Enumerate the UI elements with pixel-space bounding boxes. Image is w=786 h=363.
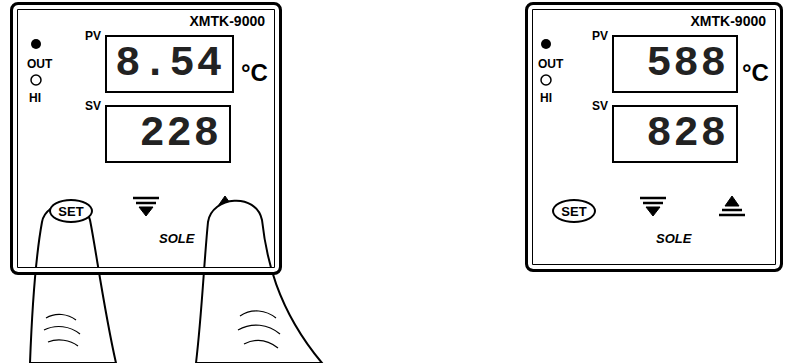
out-led: [31, 39, 41, 49]
down-key: [133, 198, 159, 216]
seven-segment-display: PV588: [612, 35, 738, 93]
finger: [30, 204, 116, 363]
button-label: SET: [561, 204, 586, 219]
out-led: [541, 39, 551, 49]
display-name: PV: [85, 29, 101, 43]
indicator-label: HI: [540, 91, 552, 105]
seven-segment-display: PV8.54: [105, 35, 234, 93]
seven-segment-display: SV828: [612, 105, 738, 163]
model-name: XMTK-9000: [190, 13, 265, 29]
display-value: 228: [139, 110, 221, 158]
display-value: 828: [646, 110, 728, 158]
seven-segment-display: SV228: [105, 105, 231, 163]
indicator-label: OUT: [27, 57, 52, 71]
finger: [196, 201, 322, 363]
set-button: SET: [552, 199, 596, 223]
unit-label: °C: [241, 59, 268, 87]
indicator-label: OUT: [538, 57, 563, 71]
model-name: XMTK-9000: [691, 13, 766, 29]
indicator-label: HI: [29, 91, 41, 105]
display-name: SV: [592, 99, 608, 113]
button-label: SET: [58, 204, 83, 219]
hi-led: [541, 75, 551, 85]
set-button: SET: [49, 199, 93, 223]
down-key: [640, 198, 666, 216]
display-name: PV: [592, 29, 608, 43]
controller-panel: XMTK-9000PV8.54SV228SETOUTHI°CSOLE: [10, 2, 282, 275]
brand-label: SOLE: [159, 231, 194, 246]
display-value: 588: [646, 40, 728, 88]
display-name: SV: [85, 99, 101, 113]
display-value: 8.54: [115, 40, 224, 88]
up-key: [719, 196, 745, 215]
controller-panel: XMTK-9000PV588SV828SETOUTHI°CSOLE: [525, 2, 783, 272]
brand-label: SOLE: [656, 231, 691, 246]
unit-label: °C: [742, 59, 769, 87]
hi-led: [31, 75, 41, 85]
